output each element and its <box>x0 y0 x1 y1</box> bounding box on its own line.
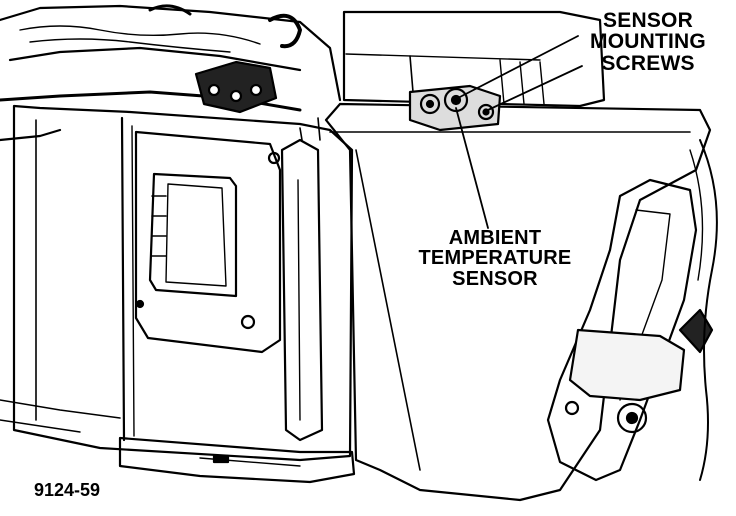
ambient-temperature-sensor-label: AMBIENT TEMPERATURE SENSOR <box>405 227 585 290</box>
ambient-sensor-assembly <box>408 84 502 132</box>
sensor-mounting-screws-label: SENSOR MOUNTING SCREWS <box>568 9 728 75</box>
callout-line: AMBIENT <box>448 227 542 249</box>
wire-connector <box>148 4 302 114</box>
callout-line: SENSOR <box>452 267 538 290</box>
evaporator-housing <box>324 102 712 502</box>
callout-line: TEMPERATURE <box>418 247 572 270</box>
callout-line: SCREWS <box>601 51 695 75</box>
blend-door-actuator <box>546 139 718 482</box>
housing-base <box>118 436 356 484</box>
hvac-left-housing <box>0 104 354 462</box>
callout-line: MOUNTING <box>590 30 706 54</box>
callout-line: SENSOR <box>603 9 693 32</box>
duct-channel <box>280 117 324 442</box>
leader-lines <box>455 35 583 229</box>
figure-id: 9124-59 <box>34 480 101 500</box>
control-module-plate <box>134 130 282 354</box>
dash-panel <box>0 4 342 142</box>
